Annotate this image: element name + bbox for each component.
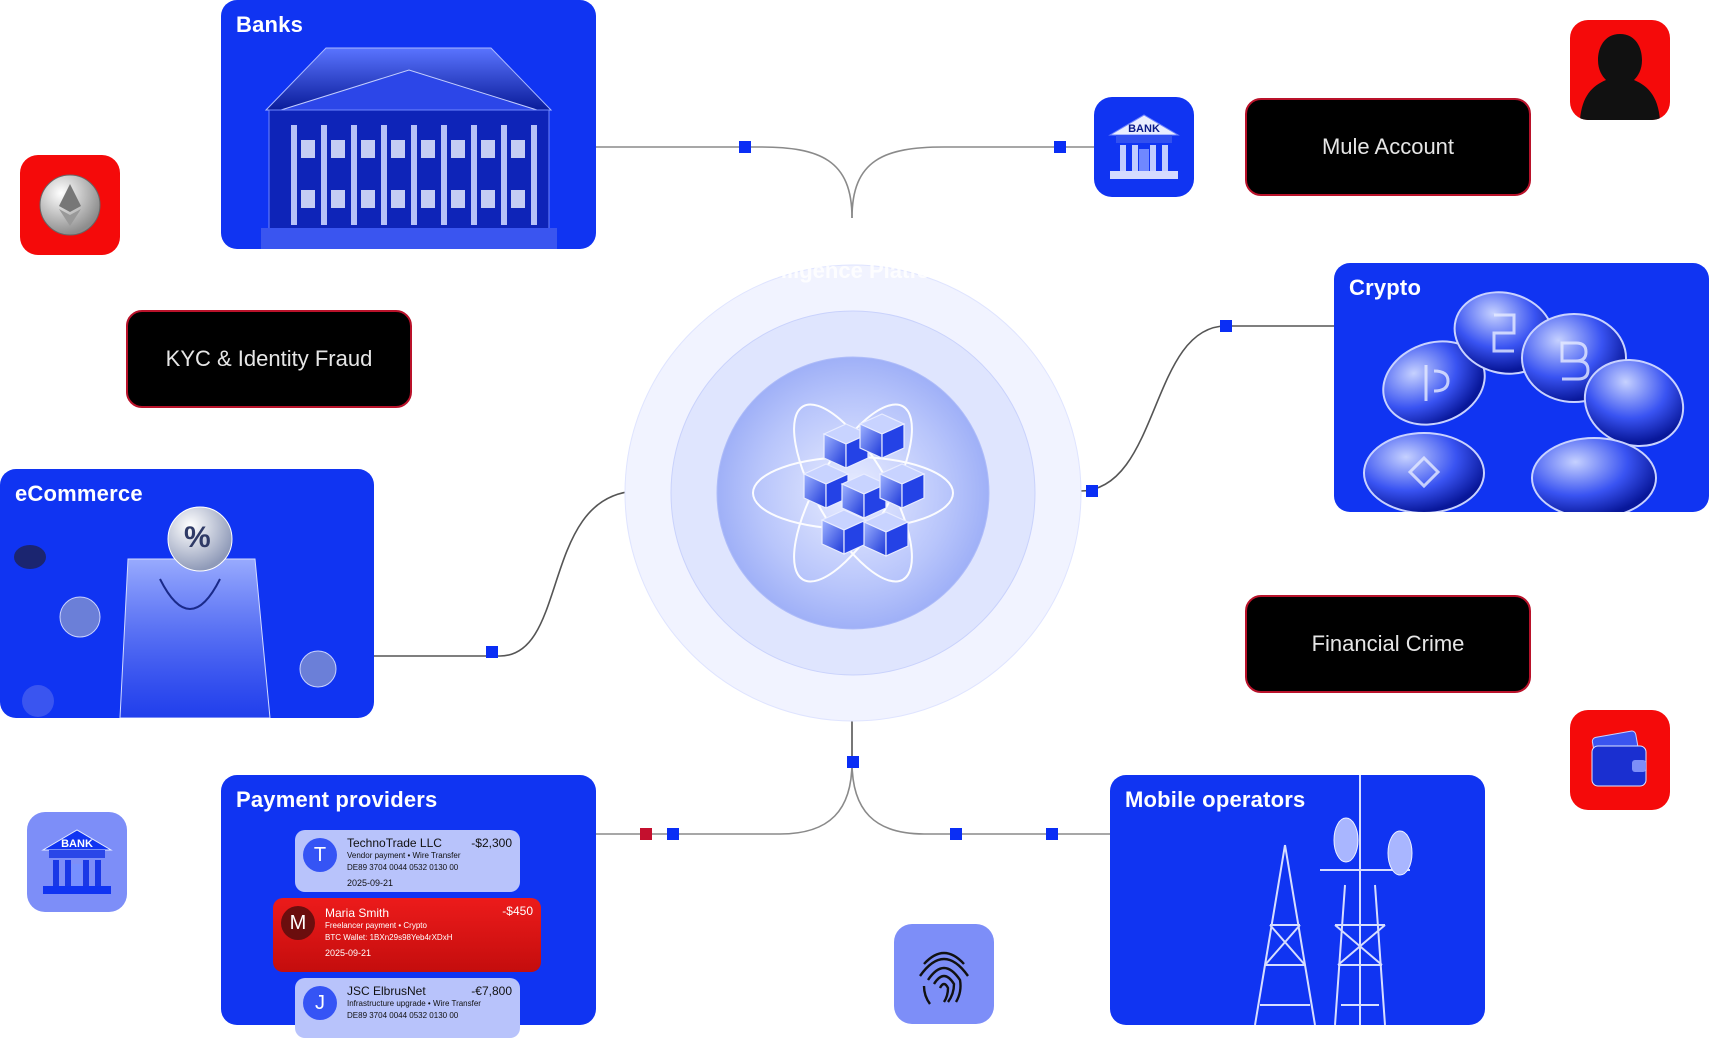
cube-cluster [802,413,926,557]
transaction-amount: -$450 [502,904,533,918]
pill-mule-account[interactable]: Mule Account [1245,98,1531,196]
ethereum-coin-icon [39,174,101,236]
card-ecommerce[interactable]: eCommerce % [0,469,374,718]
bank-icon [41,829,113,894]
fingerprint-icon [919,951,969,1005]
wire-node [1086,485,1098,497]
transaction-date: 2025-09-21 [347,878,394,888]
transaction-account: DE89 3704 0044 0532 0130 00 [347,863,459,872]
tile-bank-bottom: BANK [27,812,127,912]
wallet-icon [1591,730,1647,787]
tile-hooded-figure [1570,20,1670,120]
card-title: eCommerce [15,481,143,506]
cell-tower-icon [1254,775,1413,1025]
wire-node [950,828,962,840]
wire-node [1054,141,1066,153]
wire-node [667,828,679,840]
wire-node [1046,828,1058,840]
transaction-name: TechnoTrade LLC [347,836,442,850]
pill-kyc-identity-fraud[interactable]: KYC & Identity Fraud [126,310,412,408]
transaction-description: Freelancer payment • Crypto [325,921,427,930]
wire-nodes [486,141,1232,840]
transaction-description: Infrastructure upgrade • Wire Transfer [347,999,481,1008]
card-title: Mobile operators [1125,787,1306,812]
pill-financial-crime[interactable]: Financial Crime [1245,595,1531,693]
transaction-date: 2025-09-21 [325,948,372,958]
hub-title: Intelligence Platform [741,258,959,283]
avatar: J [303,986,337,1020]
card-crypto[interactable]: Crypto [1334,263,1709,512]
bank-label: BANK [61,838,93,850]
hooded-figure-icon [1580,34,1660,120]
transaction-amount: -$2,300 [471,836,512,850]
avatar: T [303,838,337,872]
tile-bank-top: BANK [1094,97,1194,197]
bank-label: BANK [1128,123,1160,135]
card-title: Crypto [1349,275,1422,300]
tile-fingerprint [894,924,994,1024]
card-mobile-operators[interactable]: Mobile operators [1110,775,1485,1025]
wire-node [847,756,859,768]
crypto-coins-icon [1363,291,1685,512]
avatar: M [281,906,315,940]
tile-wallet [1570,710,1670,810]
transaction-amount: -€7,800 [471,984,512,998]
transaction-account: DE89 3704 0044 0532 0130 00 [347,1011,459,1020]
card-banks[interactable]: Banks [221,0,596,249]
wire-node [486,646,498,658]
transaction-description: Vendor payment • Wire Transfer [347,851,461,860]
platform-hub [624,264,1082,722]
wire-node-alert [640,828,652,840]
transaction-name: Maria Smith [325,906,390,920]
wire-node [1220,320,1232,332]
wire-node [739,141,751,153]
bank-icon [1108,114,1180,179]
bank-building-icon [261,47,557,249]
tile-ethereum [20,155,120,255]
transaction-account: BTC Wallet: 1BXn29s98Yeb4rXDxH [325,933,453,942]
percent-label: % [184,521,211,554]
card-title: Banks [236,12,304,37]
card-title: Payment providers [236,787,438,812]
shopping-bag-icon [14,506,337,718]
transaction-name: JSC ElbrusNet [347,984,426,998]
